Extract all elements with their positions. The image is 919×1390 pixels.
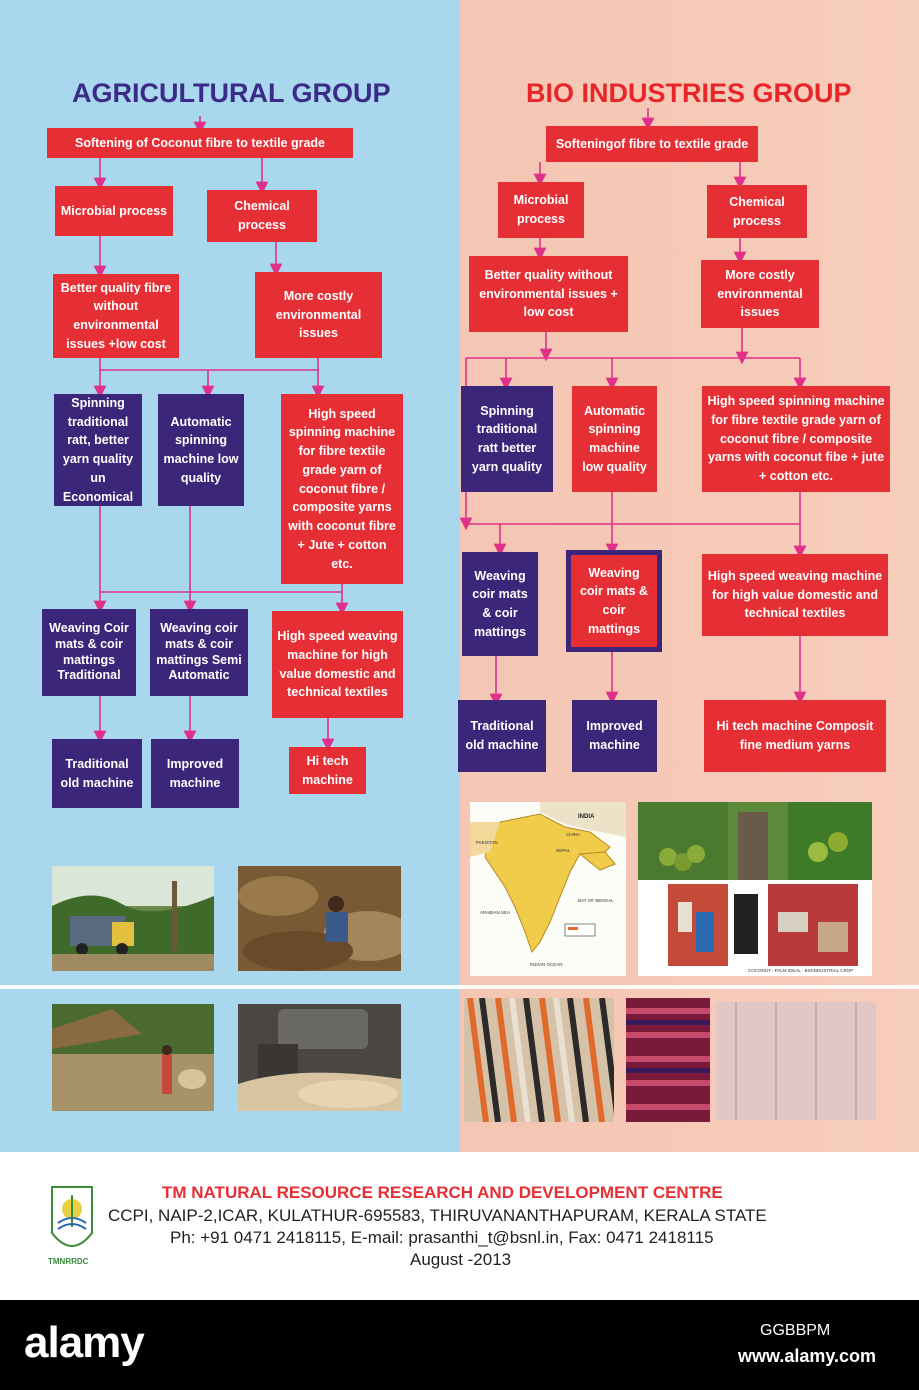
map-label-indian-ocean: INDIAN OCEAN (530, 962, 563, 967)
worker-husk-photo (238, 866, 401, 971)
footer (0, 1152, 919, 1300)
agricultural-group-title: AGRICULTURAL GROUP (72, 78, 391, 108)
logo-text: TMNRRDC (48, 1257, 89, 1266)
left-microbial-box: Microbial process (55, 186, 173, 236)
alamy-url: www.alamy.com (738, 1346, 877, 1366)
right-high-speed-spinning-box: High speed spinning machine for fibre te… (702, 386, 890, 492)
right-automatic-spinning-box: Automatic spinning machine low quality (572, 386, 657, 492)
tmnrrdc-logo: TMNRRDC (48, 1183, 96, 1269)
left-spinning-traditional-box: Spinning traditional ratt, better yarn q… (54, 394, 142, 506)
footer-organization: TM NATURAL RESOURCE RESEARCH AND DEVELOP… (162, 1183, 723, 1202)
left-high-speed-spinning-box: High speed spinning machine for fibre te… (281, 394, 403, 584)
india-map: INDIA PAKISTAN CHINA NEPAL ARABIAN SEA B… (470, 802, 626, 976)
right-softening-box: Softeningof fibre to textile grade (546, 126, 758, 162)
bio-industries-group-title: BIO INDUSTRIES GROUP (526, 78, 852, 108)
section-divider (0, 985, 919, 989)
truck-plantation-photo (52, 866, 214, 971)
right-hi-tech-machine-box: Hi tech machine Composit fine medium yar… (704, 700, 886, 772)
left-weaving-semi-automatic-box: Weaving coir mats & coir mattings Semi A… (150, 609, 248, 696)
map-label-pakistan: PAKISTAN (476, 840, 498, 845)
left-high-speed-weaving-box: High speed weaving machine for high valu… (272, 611, 403, 718)
right-more-costly-box: More costly environmental issues (701, 260, 819, 328)
left-hi-tech-machine-box: Hi tech machine (289, 747, 366, 794)
cream-textile-photo (716, 1002, 876, 1120)
right-chemical-box: Chemical process (707, 185, 807, 238)
map-label-nepal: NEPAL (556, 848, 571, 853)
watermark-bar (0, 1300, 919, 1390)
left-automatic-spinning-box: Automatic spinning machine low quality (158, 394, 244, 506)
footer-date: August -2013 (410, 1250, 512, 1269)
map-label-china: CHINA (566, 832, 581, 837)
alamy-logo: alamy (24, 1318, 145, 1367)
left-weaving-traditional-box: Weaving Coir mats & coir mattings Tradit… (42, 609, 136, 696)
footer-address: CCPI, NAIP-2,ICAR, KULATHUR-695583, THIR… (108, 1206, 767, 1225)
left-chemical-box: Chemical process (207, 190, 317, 242)
footer-contact: Ph: +91 0471 2418115, E-mail: prasanthi_… (170, 1228, 714, 1247)
map-label-arabian-sea: ARABIAN SEA (480, 910, 511, 915)
left-softening-box: Softening of Coconut fibre to textile gr… (47, 128, 353, 158)
right-better-quality-box: Better quality without environmental iss… (469, 256, 628, 332)
coconut-products-collage: COCONUT - PALM IDEAL - BIOINDUSTRIAL CRO… (638, 802, 872, 976)
right-microbial-box: Microbial process (498, 182, 584, 238)
map-title: INDIA (578, 814, 595, 820)
village-hut-photo (52, 1004, 214, 1111)
maroon-textile-photo (626, 998, 710, 1122)
left-better-quality-box: Better quality fibre without environment… (53, 274, 179, 358)
map-label-bay-of-bengal: BAY OF BENGAL (578, 898, 614, 903)
striped-textile-photo (464, 998, 614, 1122)
right-spinning-traditional-box: Spinning traditional ratt better yarn qu… (461, 386, 553, 492)
image-id: GGBBPM (760, 1322, 831, 1339)
right-weaving-coir-box-2: Weaving coir mats & coir mattings (566, 550, 662, 652)
right-traditional-old-machine-box: Traditional old machine (458, 700, 546, 772)
left-traditional-old-machine-box: Traditional old machine (52, 739, 142, 808)
left-more-costly-box: More costly environmental issues (255, 272, 382, 358)
collage-caption: COCONUT - PALM IDEAL - BIOINDUSTRIAL CRO… (748, 968, 854, 973)
right-weaving-coir-box: Weaving coir mats & coir mattings (462, 552, 538, 656)
right-improved-machine-box: Improved machine (572, 700, 657, 772)
fibre-machine-photo (238, 1004, 401, 1111)
left-improved-machine-box: Improved machine (151, 739, 239, 808)
right-high-speed-weaving-box: High speed weaving machine for high valu… (702, 554, 888, 636)
